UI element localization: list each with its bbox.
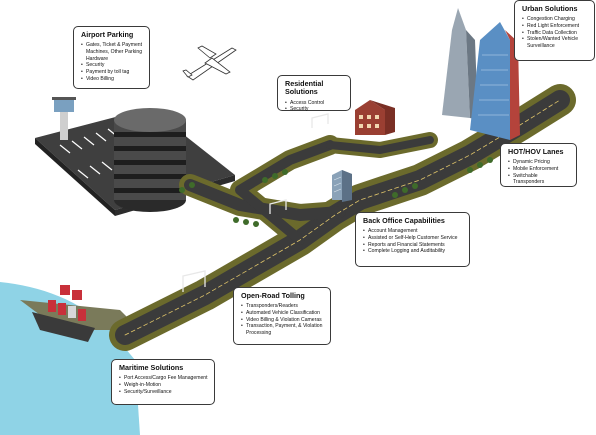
callout-item: Video Billing & Violation Cameras — [241, 317, 324, 324]
callout-item: Account Management — [363, 228, 463, 235]
callout-hot-hov-lanes: HOT/HOV Lanes Dynamic Pricing Mobile Enf… — [500, 143, 577, 187]
callout-airport-parking: Airport Parking Gates, Ticket & Payment … — [73, 26, 150, 89]
callout-title: Residential Solutions — [285, 79, 324, 97]
callout-open-road-tolling: Open-Road Tolling Transponders/Readers A… — [233, 287, 331, 345]
callout-list: Transponders/Readers Automated Vehicle C… — [241, 303, 324, 337]
callout-item: Reports and Financial Statements — [363, 242, 463, 249]
callout-item: Stolen/Wanted Vehicle Surveillance — [522, 36, 588, 49]
callout-item: Complete Logging and Auditability — [363, 248, 463, 255]
callout-title: Urban Solutions — [522, 4, 578, 13]
callout-back-office: Back Office Capabilities Account Managem… — [355, 212, 470, 267]
callout-item: Congestion Charging — [522, 16, 588, 23]
callout-item: Security — [81, 62, 143, 69]
callout-item: Traffic Data Collection — [522, 30, 588, 37]
callout-maritime-solutions: Maritime Solutions Port Access/Cargo Fee… — [111, 359, 215, 405]
callout-item: Access Control — [285, 100, 344, 107]
callout-item: Transaction, Payment, & Violation Proces… — [241, 323, 324, 336]
control-tower-icon — [52, 97, 76, 140]
callout-urban-solutions: Urban Solutions Congestion Charging Red … — [514, 0, 595, 61]
trees — [179, 157, 493, 227]
parking-garage-icon — [114, 108, 186, 212]
callout-item: Video Billing — [81, 76, 143, 83]
callout-list: Access Control Security — [285, 100, 344, 113]
callout-item: Weigh-in-Motion — [119, 382, 208, 389]
callout-list: Account Management Assisted or Self-Help… — [363, 228, 463, 255]
callout-item: Red Light Enforcement — [522, 23, 588, 30]
callout-list: Congestion Charging Red Light Enforcemen… — [522, 16, 588, 50]
harbor-water — [0, 282, 140, 435]
callout-title: Open-Road Tolling — [241, 291, 305, 300]
callout-item: Transponders/Readers — [241, 303, 324, 310]
callout-item: Security/Surveillance — [119, 389, 208, 396]
callout-title: Back Office Capabilities — [363, 216, 445, 225]
callout-item: Security — [285, 106, 344, 113]
callout-list: Gates, Ticket & Payment Machines, Other … — [81, 42, 143, 82]
cargo-ship-icon — [32, 285, 95, 342]
callout-list: Dynamic Pricing Mobile Enforcement Switc… — [508, 159, 570, 186]
residential-building-icon — [355, 100, 395, 135]
callout-title: HOT/HOV Lanes — [508, 147, 564, 156]
callout-item: Port Access/Cargo Fee Management — [119, 375, 208, 382]
callout-item: Switchable Transponders — [508, 173, 570, 186]
callout-list: Port Access/Cargo Fee Management Weigh-i… — [119, 375, 208, 395]
toll-gantry-icon — [182, 113, 329, 292]
airplane-icon — [182, 45, 237, 81]
callout-item: Gates, Ticket & Payment Machines, Other … — [81, 42, 143, 62]
callout-item: Mobile Enforcement — [508, 166, 570, 173]
office-building-icon — [332, 170, 352, 202]
callout-item: Assisted or Self-Help Customer Service — [363, 235, 463, 242]
callout-title: Maritime Solutions — [119, 363, 184, 372]
callout-title: Airport Parking — [81, 30, 134, 39]
callout-item: Payment by toll tag — [81, 69, 143, 76]
callout-residential-solutions: Residential Solutions Access Control Sec… — [277, 75, 351, 113]
skyscraper-icon — [442, 8, 520, 140]
callout-item: Automated Vehicle Classification — [241, 310, 324, 317]
callout-item: Dynamic Pricing — [508, 159, 570, 166]
